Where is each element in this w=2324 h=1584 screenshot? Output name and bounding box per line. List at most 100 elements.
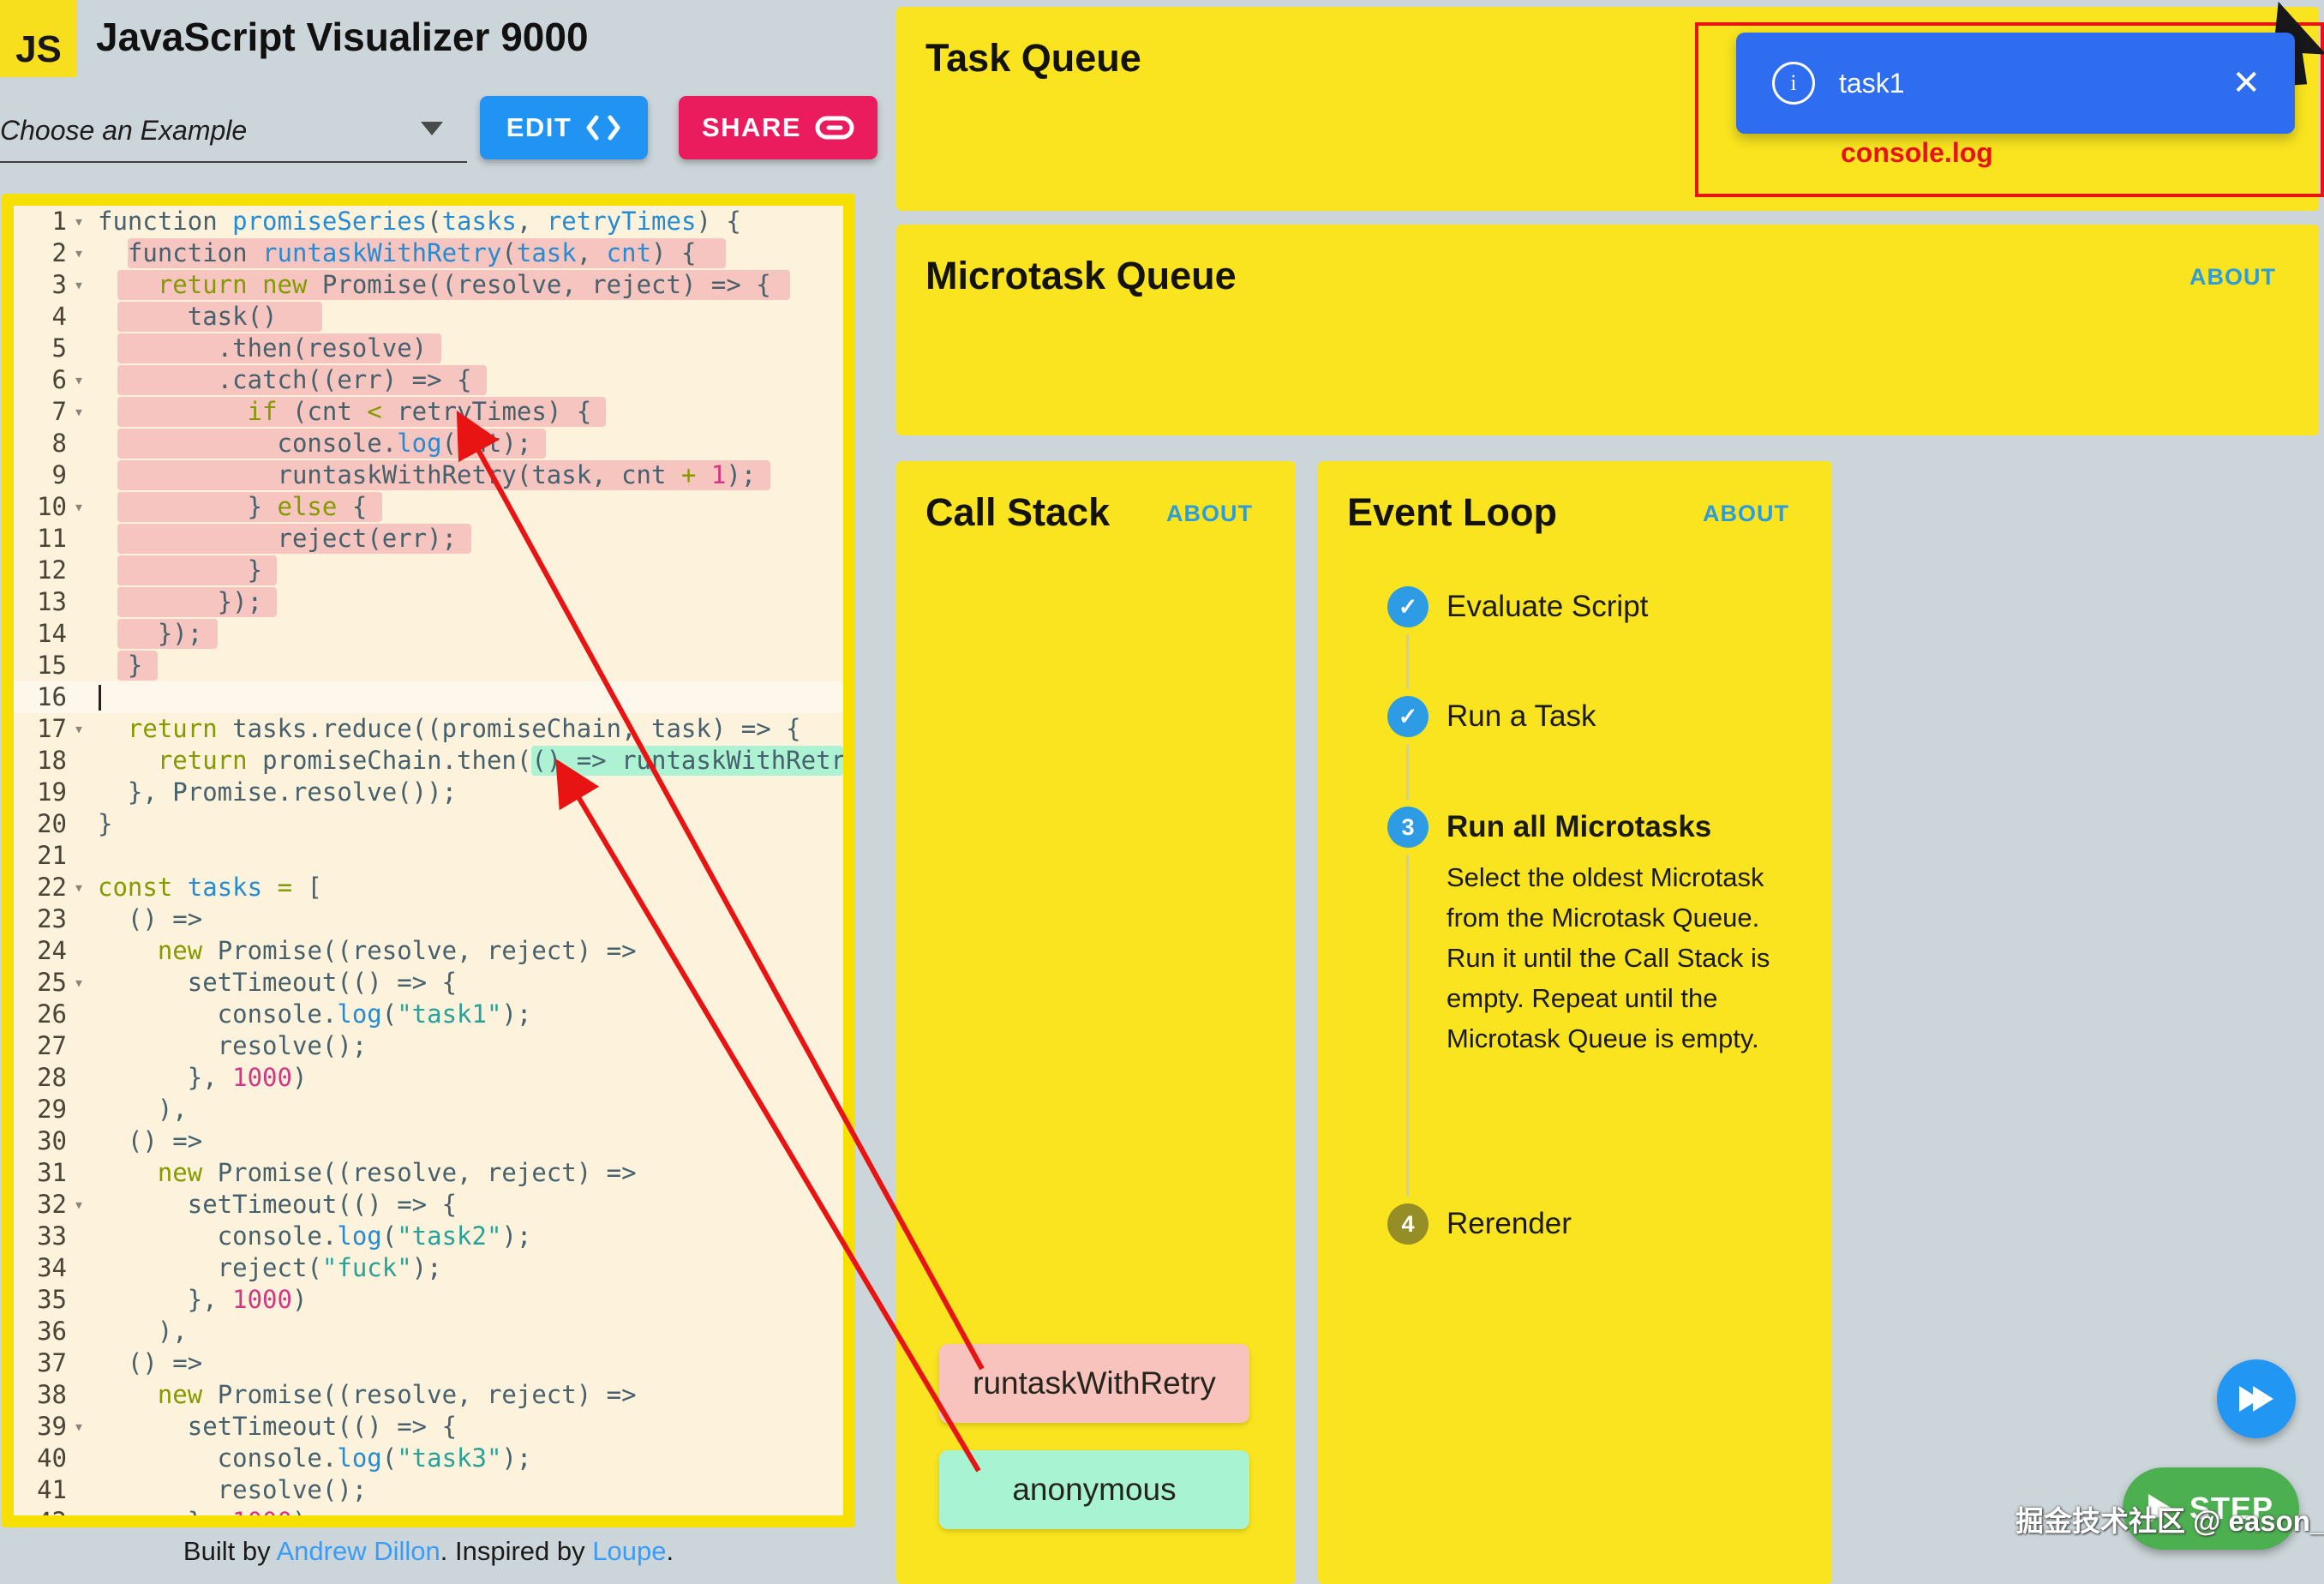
toast-message: task1 — [1839, 67, 1905, 99]
inspiration-link[interactable]: Loupe — [592, 1536, 667, 1566]
code-token: return — [157, 746, 248, 775]
fold-caret-icon[interactable]: ▾ — [74, 243, 85, 263]
code-token: Promise((resolve, reject) => { — [307, 270, 771, 299]
code-line: 36 ), — [14, 1316, 843, 1347]
step-connector — [1406, 744, 1409, 800]
code-token: log — [337, 1221, 382, 1251]
code-token: console. — [98, 999, 338, 1029]
code-token: [ — [292, 873, 322, 902]
code-token: console. — [98, 1443, 338, 1473]
line-number: 8 — [51, 429, 67, 458]
microtask-queue-about-link[interactable]: ABOUT — [2189, 264, 2276, 290]
step-button[interactable]: STEP — [2123, 1467, 2299, 1550]
code-brackets-icon — [586, 115, 620, 141]
executing-code-highlight — [117, 270, 790, 300]
line-number: 33 — [37, 1221, 67, 1251]
line-number: 30 — [37, 1126, 67, 1155]
fold-caret-icon[interactable]: ▾ — [74, 718, 85, 739]
code-token: console. — [98, 429, 398, 458]
line-number: 6 — [51, 365, 67, 394]
fold-caret-icon[interactable]: ▾ — [74, 1416, 85, 1437]
code-token: log — [337, 999, 382, 1029]
fold-caret-icon[interactable]: ▾ — [74, 211, 85, 231]
line-number: 42 — [14, 1506, 67, 1515]
author-link[interactable]: Andrew Dillon — [276, 1536, 440, 1566]
code-text: resolve(); — [98, 1474, 368, 1506]
code-line: 39▾ setTimeout(() => { — [14, 1411, 843, 1443]
line-number: 14 — [37, 619, 67, 648]
code-text: } — [98, 555, 262, 586]
code-token: () => — [98, 904, 203, 933]
code-line: 5 .then(resolve) — [14, 333, 843, 364]
line-number: 26 — [37, 999, 67, 1029]
code-text: const tasks = [ — [98, 872, 322, 903]
code-token: 1000 — [232, 1063, 292, 1092]
event-loop-about-link[interactable]: ABOUT — [1703, 501, 1789, 526]
share-button[interactable]: SHARE — [679, 96, 877, 159]
code-line: 32▾ setTimeout(() => { — [14, 1189, 843, 1221]
fold-caret-icon[interactable]: ▾ — [74, 1194, 85, 1215]
line-number: 41 — [37, 1475, 67, 1504]
code-token — [98, 1380, 158, 1409]
line-number: 10 — [37, 492, 67, 521]
code-text: }, Promise.resolve()); — [98, 777, 457, 808]
example-select[interactable]: Choose an Example — [0, 99, 467, 163]
code-token: setTimeout(() => { — [98, 968, 458, 997]
code-token: tasks.reduce((promiseChain, task) => { — [217, 714, 801, 743]
code-line: 25▾ setTimeout(() => { — [14, 967, 843, 999]
fold-caret-icon[interactable]: ▾ — [74, 496, 85, 517]
code-line: 12 } — [14, 555, 843, 586]
code-token — [98, 397, 248, 426]
code-token — [248, 270, 262, 299]
page-title: JavaScript Visualizer 9000 — [96, 15, 589, 59]
code-area[interactable]: 1▾function promiseSeries(tasks, retryTim… — [14, 206, 843, 1515]
toast-close-icon[interactable]: ✕ — [2231, 64, 2261, 102]
code-token: Promise((resolve, reject) => — [202, 1380, 637, 1409]
code-token: }); — [98, 619, 203, 648]
js-logo-text: JS — [15, 28, 62, 70]
line-number: 38 — [37, 1380, 67, 1409]
code-token — [696, 460, 710, 489]
fast-forward-button[interactable] — [2217, 1359, 2296, 1438]
fold-caret-icon[interactable]: ▾ — [74, 972, 85, 993]
line-number: 37 — [37, 1348, 67, 1377]
line-number: 28 — [37, 1063, 67, 1092]
code-text: } — [98, 650, 142, 681]
fold-caret-icon[interactable]: ▾ — [74, 401, 85, 422]
fold-caret-icon[interactable]: ▾ — [74, 877, 85, 897]
edit-button[interactable]: EDIT — [480, 96, 648, 159]
fold-caret-icon[interactable]: ▾ — [74, 274, 85, 295]
code-line: 33 console.log("task2"); — [14, 1221, 843, 1252]
js-logo: JS — [0, 0, 77, 77]
call-stack-about-link[interactable]: ABOUT — [1166, 501, 1253, 526]
code-line: 14 }); — [14, 618, 843, 650]
code-token: }, Promise.resolve()); — [98, 777, 458, 807]
code-token: 1 — [710, 460, 727, 489]
code-text: .then(resolve) — [98, 333, 427, 364]
mouse-cursor-icon — [2271, 1, 2324, 86]
code-token: 1000 — [232, 1507, 292, 1515]
code-text: } — [98, 808, 112, 840]
code-text: setTimeout(() => { — [98, 1411, 457, 1443]
code-line: 41 resolve(); — [14, 1474, 843, 1506]
executing-code-highlight — [117, 333, 442, 363]
code-token: ), — [98, 1317, 188, 1346]
code-token: ) — [291, 1285, 308, 1314]
code-line: 1▾function promiseSeries(tasks, retryTim… — [14, 206, 843, 237]
code-text: ), — [98, 1316, 188, 1347]
code-token: promiseChain.then(() => runtaskWithRetry… — [247, 746, 843, 775]
code-token: }, — [98, 1507, 232, 1515]
code-text: }, 1000) — [98, 1284, 308, 1316]
line-number: 20 — [37, 809, 67, 838]
code-token — [98, 1158, 158, 1187]
code-token: promiseSeries — [232, 207, 428, 236]
line-number: 18 — [37, 746, 67, 775]
code-text: console.log(cnt); — [98, 428, 532, 459]
code-line: 37 () => — [14, 1347, 843, 1379]
code-line: 23 () => — [14, 903, 843, 935]
fold-caret-icon[interactable]: ▾ — [74, 369, 85, 390]
code-text: setTimeout(() => { — [98, 1189, 457, 1221]
code-token: < — [367, 397, 382, 426]
executing-code-highlight — [127, 238, 726, 268]
code-line: 34 reject("fuck"); — [14, 1252, 843, 1284]
